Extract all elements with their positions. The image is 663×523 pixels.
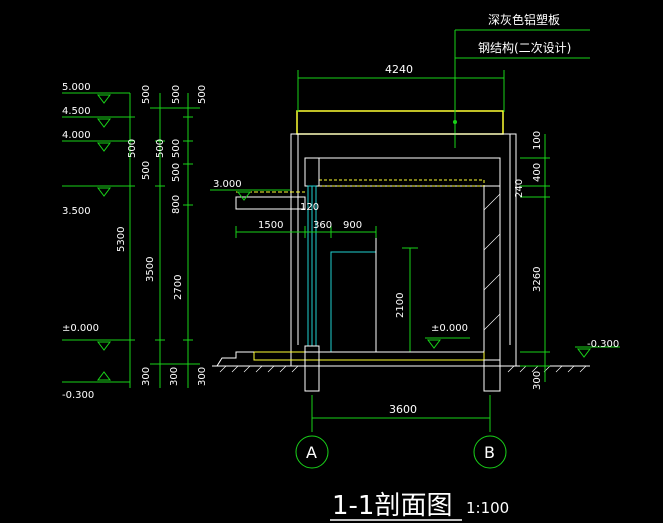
dim-c2-500a: 500 — [155, 139, 166, 158]
elev-tri-4000 — [97, 142, 111, 152]
axis-a-bubble — [295, 435, 329, 469]
roof-slab-inner — [318, 179, 485, 187]
interior-door — [330, 251, 377, 353]
elev-tri-4500 — [97, 118, 111, 128]
dim-c2-300: 300 — [169, 367, 180, 386]
note-cladding: 深灰色铝塑板 — [488, 12, 560, 27]
dim-c1-500c: 500 — [141, 161, 152, 180]
dim-c3-500c: 500 — [171, 163, 182, 182]
elev-4500: 4.500 — [62, 106, 91, 117]
dim-360: 360 — [313, 220, 332, 231]
dim-c1-500b: 500 — [127, 139, 138, 158]
elev-3500: 3.500 — [62, 206, 91, 217]
right-wall-hatch-1 — [483, 193, 501, 211]
axis-b-label: B — [484, 443, 495, 462]
dim-right-3260: 3260 — [532, 267, 543, 292]
elev-tri-m300-left — [97, 371, 111, 381]
right-wall-hatch-4 — [483, 313, 501, 331]
elev-tri-5000 — [97, 94, 111, 104]
dim-top-width-text: 4240 — [385, 63, 413, 76]
roof-sign-board — [296, 110, 504, 135]
elev-m300-left: -0.300 — [62, 390, 94, 401]
dim-right-100: 100 — [532, 131, 543, 150]
elev-tri-3000 — [237, 191, 251, 201]
drawing-title: 1-1剖面图 — [332, 491, 452, 521]
elev-3000: 3.000 — [213, 179, 242, 190]
footing-right — [483, 359, 501, 392]
right-wall — [483, 185, 501, 367]
elev-tri-0000-inner — [427, 339, 441, 349]
elev-tri-3500 — [97, 187, 111, 197]
dim-col-ticks — [125, 116, 193, 341]
dim-c2-500b: 500 — [171, 85, 182, 104]
dim-1500: 1500 — [258, 220, 283, 231]
outer-frame — [290, 133, 517, 367]
axis-a-label: A — [306, 443, 317, 462]
note-steel-structure: 钢结构(二次设计) — [478, 40, 571, 55]
dim-c1-500a: 500 — [141, 85, 152, 104]
elev-tri-m300-right — [577, 348, 591, 358]
right-wall-hatch-2 — [483, 233, 501, 251]
dim-c3-500a: 500 — [197, 85, 208, 104]
dim-120: 120 — [300, 202, 319, 213]
dim-right-300: 300 — [532, 371, 543, 390]
ground-hatch-right — [507, 365, 587, 373]
dim-right-240: 240 — [514, 179, 525, 198]
roof-slab — [304, 157, 501, 187]
dim-right-400: 400 — [532, 163, 543, 182]
entrance-steps — [216, 351, 254, 367]
drawing-scale: 1:100 — [466, 499, 509, 517]
dim-c3-300: 300 — [197, 367, 208, 386]
dim-900: 900 — [343, 220, 362, 231]
dim-c1-300: 300 — [141, 367, 152, 386]
elev-m300-right: -0.300 — [587, 339, 619, 350]
dim-bottom-width-text: 3600 — [389, 403, 417, 416]
ground-hatch-left — [219, 365, 299, 373]
dim-c3-800: 800 — [171, 195, 182, 214]
axis-b-bubble — [473, 435, 507, 469]
dim-c2-3500: 3500 — [145, 257, 156, 282]
elev-0000-left: ±0.000 — [62, 323, 99, 334]
dim-c3-2700: 2700 — [173, 275, 184, 300]
footing-left — [304, 345, 320, 392]
door-dim-2100-text: 2100 — [395, 293, 406, 318]
right-wall-hatch-3 — [483, 273, 501, 291]
elev-tri-0000-left — [97, 341, 111, 351]
dim-row-1500-ticks — [235, 226, 377, 238]
canopy — [235, 196, 306, 210]
floor-slab — [253, 351, 485, 361]
leader-dot — [453, 120, 457, 124]
dim-c1-5300: 5300 — [116, 227, 127, 252]
elev-5000: 5.000 — [62, 82, 91, 93]
left-column — [304, 157, 320, 187]
elev-0000-inner: ±0.000 — [431, 323, 468, 334]
elev-4000: 4.000 — [62, 130, 91, 141]
dim-right-ticks — [520, 157, 550, 367]
dim-c3-500b: 500 — [171, 139, 182, 158]
